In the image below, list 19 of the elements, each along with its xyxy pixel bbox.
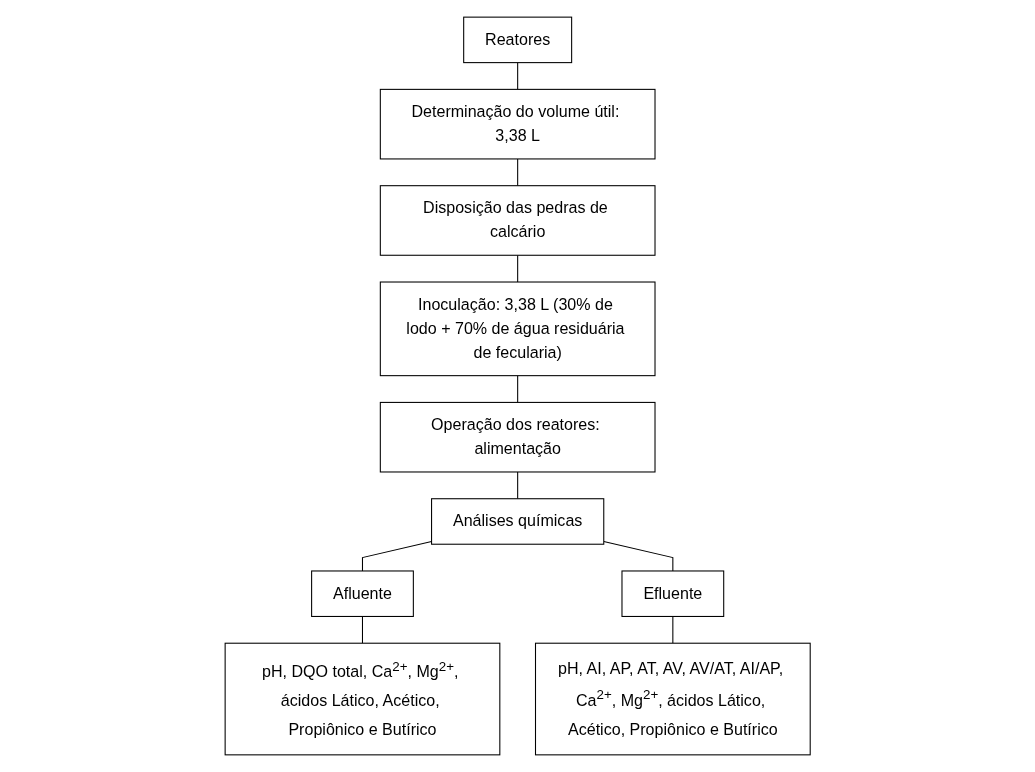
connector — [603, 541, 674, 572]
connector — [516, 62, 519, 90]
node-box: Determinação do volume útil: 3,38 L — [379, 88, 656, 160]
node-box: Afluente — [310, 570, 414, 617]
node-box: Operação dos reatores: alimentação — [379, 401, 656, 473]
connector — [361, 615, 363, 644]
connector — [516, 254, 519, 283]
node-box: Reatores — [462, 16, 572, 64]
node-box: Efluente — [621, 570, 725, 617]
connector — [516, 471, 519, 500]
node-box: Disposição das pedras de calcário — [379, 185, 656, 256]
node-box: Análises químicas — [430, 498, 605, 545]
connector — [361, 541, 432, 572]
node-box: pH, AI, AP, AT, AV, AV/AT, AI/AP, Ca$^{2+}$, Mg$^{2+}$, ácidos Lático, Acético, Propiônico e Butírico — [534, 642, 811, 756]
connector — [516, 375, 519, 403]
connector — [516, 158, 519, 187]
connector — [672, 615, 674, 644]
node-box: pH, DQO total, Ca$^{2+}$, Mg$^{2+}$, ácidos Lático, Acético, Propiônico e Butírico — [224, 642, 501, 756]
node-box: Inoculação: 3,38 L (30% de lodo + 70% de água residuária de fecularia) — [379, 281, 656, 377]
